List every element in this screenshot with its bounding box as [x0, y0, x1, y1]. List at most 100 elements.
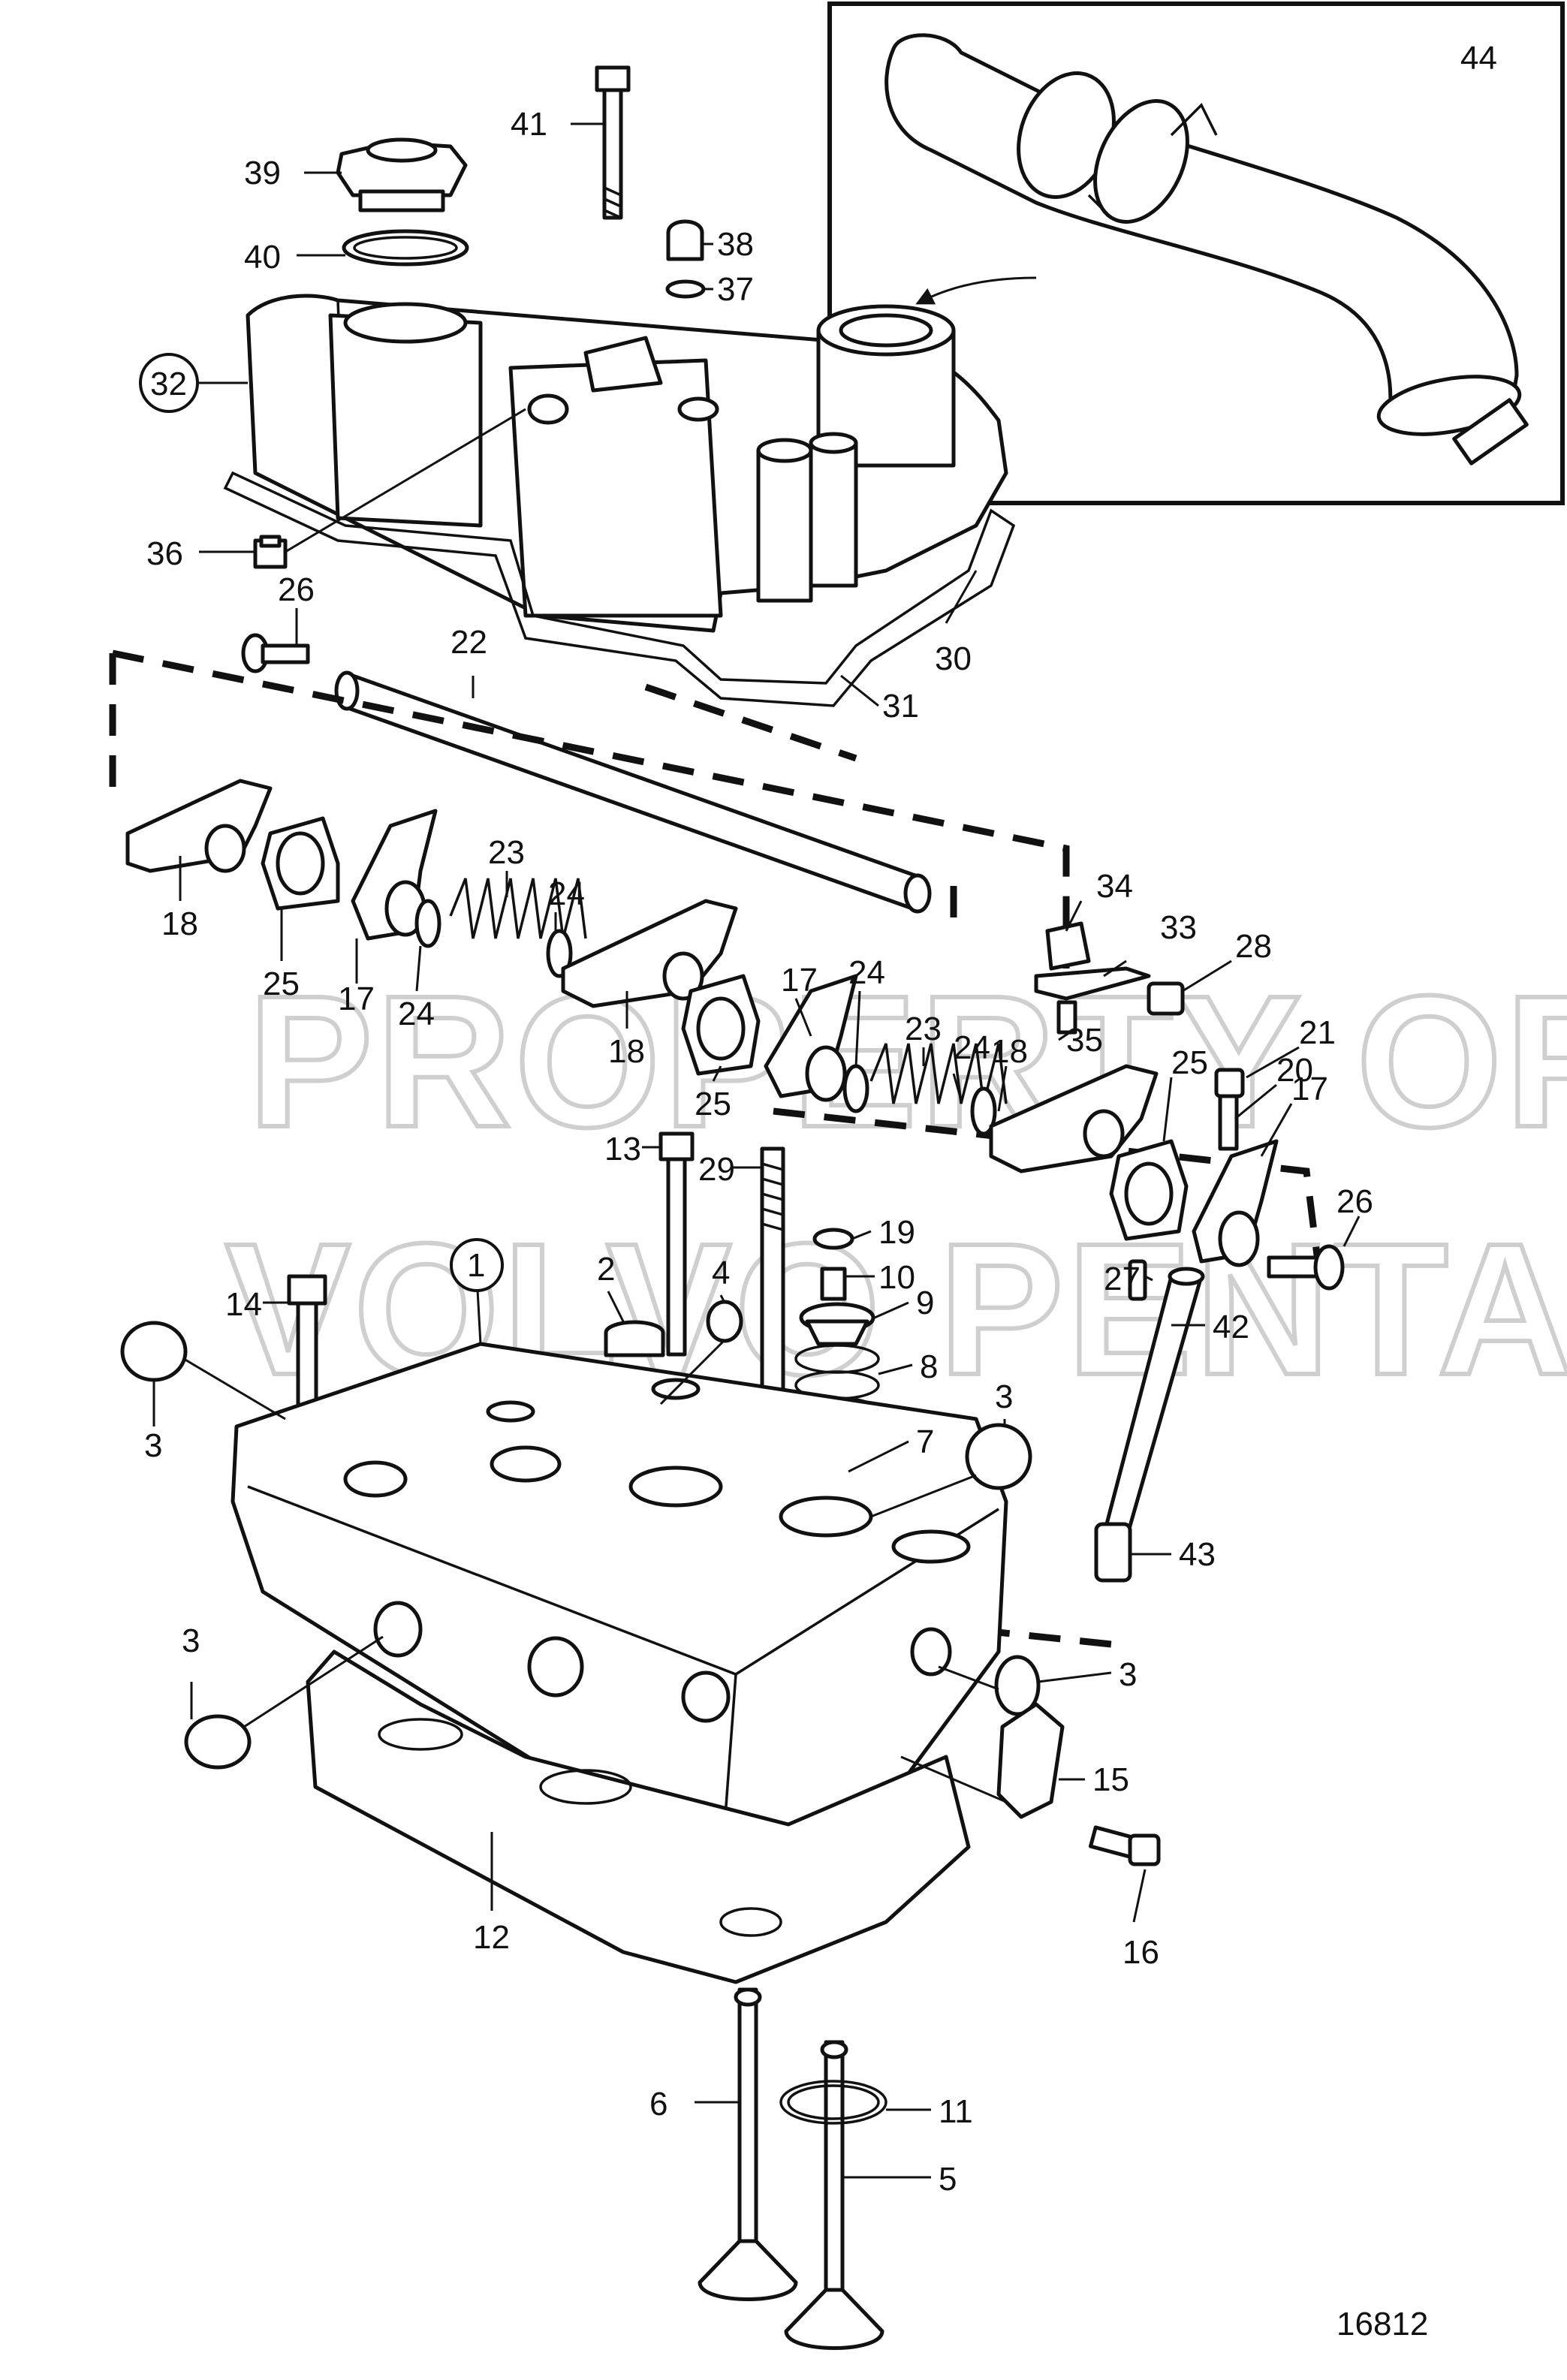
- inset-box-hose: [827, 2, 1565, 505]
- washer-24-b: [546, 929, 573, 978]
- callout-17-mid: 17: [781, 962, 818, 999]
- callout-12: 12: [473, 1919, 510, 1956]
- callout-14: 14: [225, 1286, 262, 1323]
- washer-24-c: [842, 1064, 869, 1113]
- rocker-arm-18-right: [989, 1064, 1159, 1173]
- callout-24-c: 24: [848, 954, 885, 991]
- rocker-support-25-right: [1109, 1139, 1189, 1241]
- callout-labels: 44 41 39 38 40 37 32 36 26 22 30 31 18 2…: [144, 40, 1497, 2198]
- callout-5: 5: [939, 2161, 957, 2198]
- callout-3-a: 3: [144, 1427, 162, 1464]
- bolt-41: [595, 65, 631, 220]
- callout-26-left: 26: [278, 571, 315, 608]
- valve-5: [784, 2040, 884, 2350]
- callout-18-right: 18: [991, 1033, 1028, 1070]
- valve-6: [698, 1987, 798, 2301]
- assembly-dashed-outline: [109, 649, 1325, 1648]
- callout-22: 22: [451, 624, 487, 661]
- callout-9: 9: [916, 1285, 934, 1321]
- valve-cover-gasket: [223, 471, 1016, 707]
- screw-26-left: [241, 633, 310, 673]
- callout-21: 21: [1299, 1014, 1336, 1051]
- callout-39: 39: [244, 155, 281, 191]
- callout-38: 38: [717, 226, 754, 263]
- callout-33: 33: [1160, 909, 1197, 946]
- rocker-arm-17-left: [351, 809, 438, 941]
- rocker-arm-left: [125, 779, 273, 873]
- callout-18-left: 18: [161, 905, 198, 942]
- collet-10: [820, 1267, 847, 1301]
- callout-2: 2: [597, 1251, 615, 1288]
- bolt-13: [658, 1131, 695, 1357]
- callout-3-c: 3: [182, 1622, 200, 1659]
- callout-15: 15: [1092, 1761, 1129, 1798]
- callout-23-left: 23: [488, 834, 525, 871]
- callout-30: 30: [935, 640, 972, 677]
- callout-18-mid: 18: [608, 1033, 645, 1070]
- plug-3-d: [994, 1655, 1041, 1716]
- cylinder-head: [231, 1342, 1008, 1879]
- screw-16: [1088, 1825, 1161, 1866]
- washer-24-d: [970, 1086, 997, 1136]
- cup-plug-2: [604, 1320, 665, 1357]
- rocker-support-25-mid: [681, 974, 761, 1076]
- callout-26-right: 26: [1336, 1183, 1373, 1220]
- callout-circle-32: [139, 353, 199, 413]
- callout-13: 13: [604, 1131, 641, 1167]
- screw-26-right: [1267, 1244, 1345, 1291]
- valve-cover: [246, 294, 1008, 633]
- callout-circle-1: [450, 1238, 504, 1292]
- drawing-number: 16812: [1336, 2306, 1428, 2342]
- plug-4: [706, 1300, 743, 1343]
- leader-lines: [152, 122, 1361, 2179]
- callout-25-mid: 25: [695, 1086, 731, 1122]
- callout-37: 37: [717, 271, 754, 308]
- callout-43: 43: [1179, 1536, 1216, 1573]
- callout-3-d: 3: [1119, 1656, 1137, 1693]
- oil-filler-cap: [336, 137, 468, 212]
- rocker-arm-18-mid: [561, 899, 738, 1008]
- adjusting-screw-20: [1218, 1094, 1239, 1151]
- rocker-arm-17-right: [1192, 1139, 1279, 1267]
- watermark-line-1: PROPERTY OF: [248, 957, 1567, 1166]
- callout-32: 32: [150, 366, 187, 402]
- nut-21: [1214, 1068, 1245, 1098]
- clip-34: [1045, 921, 1091, 971]
- callout-25-right: 25: [1171, 1044, 1208, 1081]
- callout-10: 10: [878, 1259, 915, 1296]
- callout-44: 44: [1460, 40, 1497, 77]
- callout-42: 42: [1213, 1309, 1249, 1345]
- valve-cap-19: [812, 1228, 854, 1250]
- cap-nut-38: [666, 219, 704, 261]
- callout-36: 36: [146, 535, 183, 572]
- spring-retainer-9: [799, 1302, 875, 1346]
- callout-16: 16: [1123, 1934, 1159, 1971]
- callout-8: 8: [920, 1348, 938, 1385]
- callout-40: 40: [244, 239, 281, 276]
- callout-3-b: 3: [995, 1378, 1013, 1415]
- nut-28: [1147, 981, 1185, 1016]
- cylinder-head-gasket: [306, 1649, 971, 1984]
- callout-24-a: 24: [548, 875, 585, 912]
- callout-6: 6: [649, 2086, 667, 2122]
- callout-1: 1: [467, 1247, 485, 1284]
- callout-34: 34: [1096, 868, 1133, 905]
- washer-24-a: [414, 899, 441, 948]
- callout-29: 29: [698, 1151, 735, 1188]
- callout-17-left: 17: [338, 981, 375, 1017]
- callout-31: 31: [882, 688, 919, 725]
- screw-36: [253, 535, 288, 569]
- callout-35: 35: [1066, 1022, 1103, 1059]
- plug-3-c: [184, 1714, 252, 1770]
- callout-4: 4: [712, 1255, 730, 1291]
- plug-3-a: [120, 1321, 188, 1382]
- callout-23-mid: 23: [905, 1011, 942, 1047]
- dowel-27: [1128, 1259, 1147, 1301]
- callout-24-d: 24: [954, 1029, 990, 1066]
- tappet-43: [1094, 1522, 1132, 1583]
- plug-3-b: [965, 1423, 1032, 1490]
- screw-35: [1056, 1000, 1077, 1035]
- callout-7: 7: [916, 1423, 934, 1460]
- callout-41: 41: [511, 106, 547, 143]
- callout-11: 11: [939, 2093, 973, 2130]
